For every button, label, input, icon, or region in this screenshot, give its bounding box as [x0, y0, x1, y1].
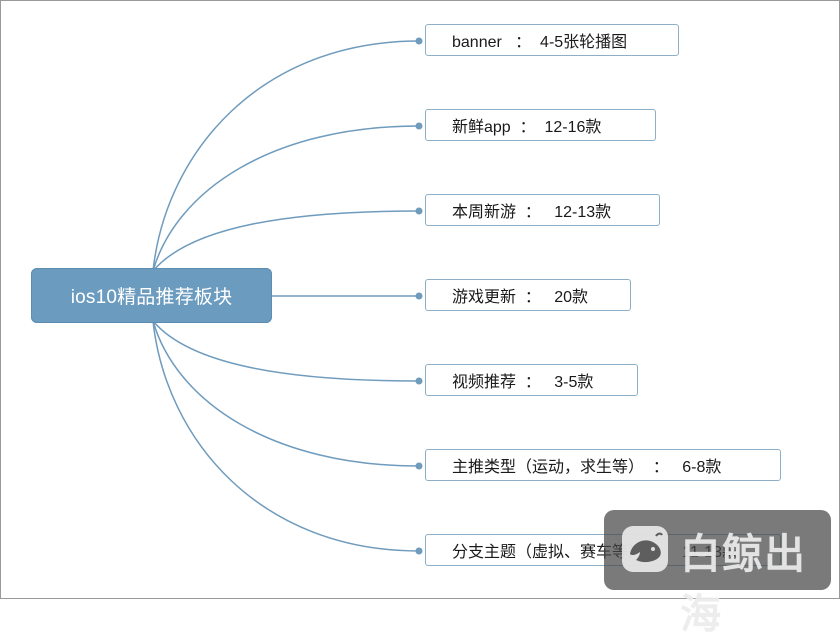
child-node-label: 本周新游 ： 12-13款 [452, 204, 612, 221]
watermark: 白鲸出海 [604, 510, 831, 638]
watermark-text: 白鲸出海 [680, 530, 806, 638]
connector-dot [415, 547, 423, 555]
child-node-video[interactable]: 视频推荐 ： 3-5款 [425, 364, 638, 396]
child-node-label: 视频推荐 ： 3-5款 [452, 374, 594, 391]
child-node-label: 游戏更新 ： 20款 [452, 289, 589, 306]
connector-branch [152, 320, 420, 552]
child-node-fresh-app[interactable]: 新鲜app ： 12-16款 [425, 109, 656, 141]
child-node-label: banner ： 4-5张轮播图 [452, 34, 628, 51]
root-node-label: ios10精品推荐板块 [70, 287, 233, 308]
connector-video [152, 320, 420, 382]
connector-lines [152, 37, 423, 555]
connector-dot [415, 122, 423, 130]
connector-fresh-app [152, 125, 420, 272]
connector-dot [415, 37, 423, 45]
connector-dot [415, 292, 423, 300]
whale-logo-icon [622, 526, 668, 572]
child-node-banner[interactable]: banner ： 4-5张轮播图 [425, 24, 679, 56]
child-node-game-updates[interactable]: 游戏更新 ： 20款 [425, 279, 631, 311]
connector-dot [415, 377, 423, 385]
child-node-new-games[interactable]: 本周新游 ： 12-13款 [425, 194, 660, 226]
root-node[interactable]: ios10精品推荐板块 [31, 268, 272, 323]
connector-dot [415, 207, 423, 215]
connector-new-games [152, 210, 420, 272]
child-node-label: 新鲜app ： 12-16款 [452, 119, 602, 136]
child-node-featured-type[interactable]: 主推类型（运动，求生等） ： 6-8款 [425, 449, 781, 481]
connector-dot [415, 462, 423, 470]
connector-banner [152, 40, 420, 272]
connector-featured [152, 320, 420, 467]
child-node-label: 主推类型（运动，求生等） ： 6-8款 [452, 459, 722, 476]
